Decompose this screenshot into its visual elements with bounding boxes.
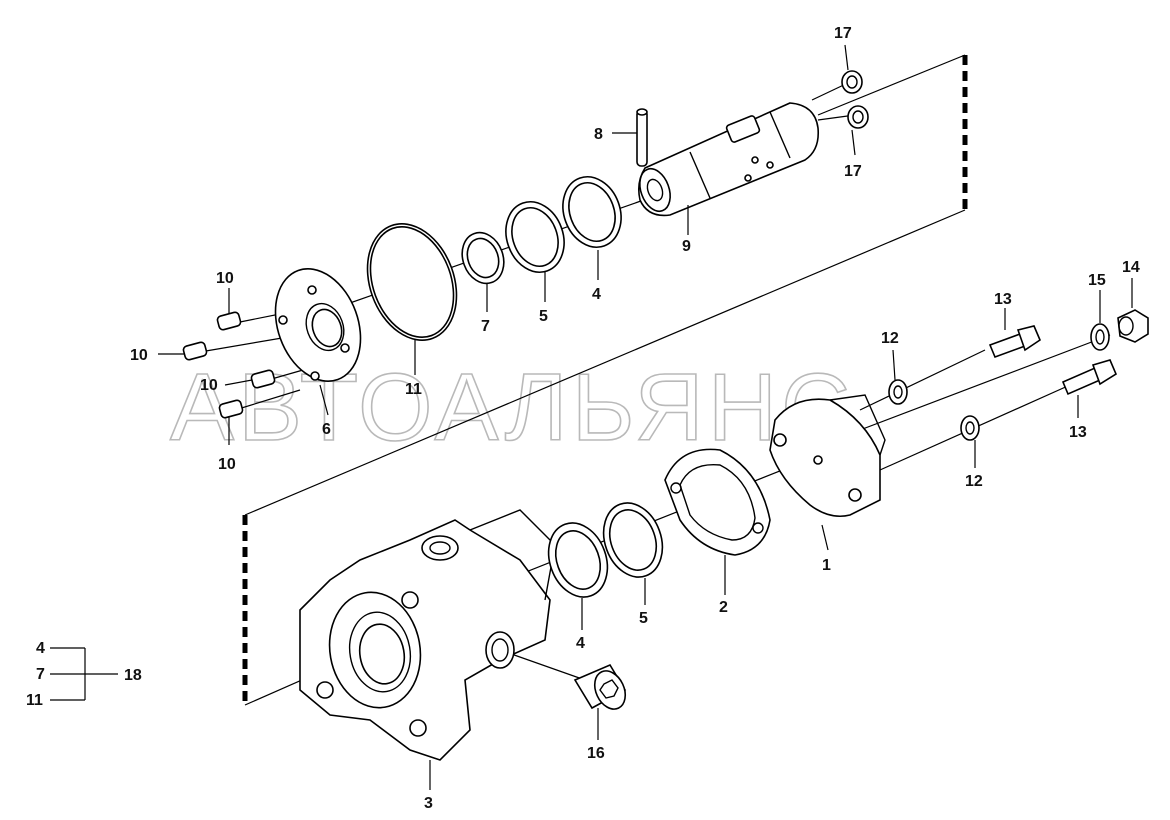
- plug-part-16: [573, 663, 627, 710]
- callout-6: 6: [322, 421, 331, 438]
- washer-part-15: [1090, 323, 1110, 351]
- callout-12-a: 12: [881, 330, 899, 347]
- ring-part-5-lower: [602, 502, 664, 578]
- callout-2: 2: [719, 599, 728, 616]
- screw-part-10-b: [182, 341, 208, 361]
- callout-13-b: 13: [1069, 424, 1087, 441]
- callout-10-b: 10: [130, 347, 148, 364]
- gasket-part-2: [664, 448, 771, 556]
- screw-part-10-c: [250, 369, 276, 389]
- callout-13-a: 13: [994, 291, 1012, 308]
- cap-nut-part-14: [1117, 309, 1149, 343]
- kit-legend-item-3: 11: [26, 692, 43, 709]
- callout-15: 15: [1088, 272, 1106, 289]
- kit-legend: 4 7 11 18: [26, 640, 142, 709]
- pin-part-8: [636, 108, 648, 167]
- callout-17-bottom: 17: [844, 163, 862, 180]
- callout-10-d: 10: [218, 456, 236, 473]
- kit-legend-item-1: 4: [36, 640, 45, 657]
- callout-12-b: 12: [965, 473, 983, 490]
- o-ring-part-11: [366, 223, 458, 341]
- callout-10-a: 10: [216, 270, 234, 287]
- kit-legend-item-2: 7: [36, 666, 45, 683]
- flange-part-6: [274, 268, 362, 382]
- callout-11: 11: [405, 381, 422, 398]
- ring-part-4-lower: [547, 522, 609, 598]
- ring-part-7: [461, 231, 505, 285]
- bolt-part-13-a: [988, 325, 1041, 359]
- callout-17-top: 17: [834, 25, 852, 42]
- callout-4-upper: 4: [592, 286, 601, 303]
- screw-part-10-d: [218, 399, 244, 419]
- callout-7: 7: [481, 318, 490, 335]
- screw-part-10-a: [216, 311, 242, 331]
- washer-part-12-a: [888, 379, 908, 405]
- ring-part-4-upper: [562, 176, 622, 248]
- callout-5-upper: 5: [539, 308, 548, 325]
- plug-part-17-top: [841, 70, 863, 94]
- washer-part-12-b: [960, 415, 980, 441]
- callout-10-c: 10: [200, 377, 218, 394]
- cover-part-1: [769, 394, 886, 518]
- callout-leaders: [158, 44, 1133, 790]
- callout-14: 14: [1122, 259, 1140, 276]
- callout-4-lower: 4: [576, 635, 585, 652]
- callout-9: 9: [682, 238, 691, 255]
- bolt-part-13-b: [1061, 359, 1118, 396]
- callout-5-lower: 5: [639, 610, 648, 627]
- callout-labels: 1 2 3 4 4 5 5 6 7 8 9 10 10 10 10 11 12 …: [130, 25, 1140, 812]
- callout-16: 16: [587, 745, 605, 762]
- callout-8: 8: [594, 126, 603, 143]
- callout-1: 1: [822, 557, 831, 574]
- spool-part-9: [638, 102, 820, 217]
- kit-legend-kit-number: 18: [124, 667, 142, 684]
- plug-part-17-bottom: [847, 105, 869, 129]
- ring-part-5-upper: [505, 201, 565, 273]
- watermark: АВТОАЛЬЯНС: [170, 354, 854, 461]
- housing-part-3: [299, 509, 556, 761]
- callout-3: 3: [424, 795, 433, 812]
